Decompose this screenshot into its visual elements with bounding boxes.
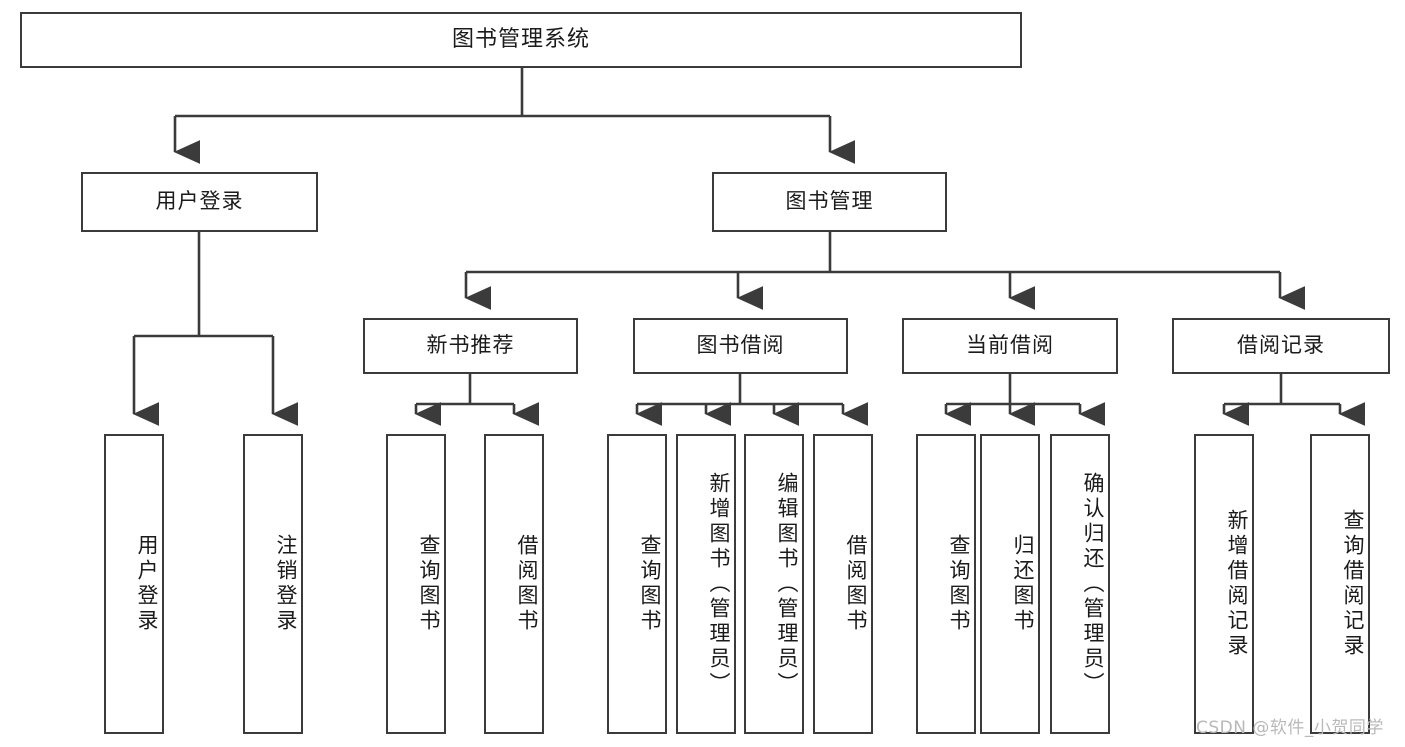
leaf-user-login[interactable]: 用户登录: [104, 434, 164, 734]
node-book-borrow[interactable]: 图书借阅: [633, 318, 848, 374]
leaf-label: 用户登录: [135, 534, 159, 634]
leaf-label: 确认归还（管理员）: [1081, 471, 1105, 697]
leaf-edit-book-admin[interactable]: 编辑图书（管理员）: [744, 434, 804, 734]
leaf-label: 查询图书: [417, 534, 441, 634]
leaf-label: 借阅图书: [515, 534, 539, 634]
leaf-query-book-new[interactable]: 查询图书: [386, 434, 446, 734]
leaf-label: 新增借阅记录: [1225, 509, 1249, 659]
leaf-label: 查询借阅记录: [1341, 509, 1365, 659]
leaf-label: 查询图书: [947, 534, 971, 634]
node-new-book-recommend[interactable]: 新书推荐: [363, 318, 578, 374]
leaf-label: 借阅图书: [844, 534, 868, 634]
node-user-login[interactable]: 用户登录: [81, 172, 318, 232]
leaf-label: 归还图书: [1011, 534, 1035, 634]
watermark-csdn: CSDN @软件_小贺同学: [1196, 718, 1384, 738]
leaf-query-book-current[interactable]: 查询图书: [916, 434, 976, 734]
leaf-logout[interactable]: 注销登录: [243, 434, 303, 734]
leaf-confirm-return-admin[interactable]: 确认归还（管理员）: [1050, 434, 1110, 734]
leaf-return-book[interactable]: 归还图书: [980, 434, 1040, 734]
leaf-query-book-borrow[interactable]: 查询图书: [607, 434, 667, 734]
leaf-borrow-book[interactable]: 借阅图书: [813, 434, 873, 734]
node-book-management[interactable]: 图书管理: [712, 172, 947, 232]
leaf-label: 新增图书（管理员）: [707, 471, 731, 697]
node-borrow-record[interactable]: 借阅记录: [1172, 318, 1390, 374]
leaf-label: 编辑图书（管理员）: [775, 471, 799, 697]
node-root-system[interactable]: 图书管理系统: [20, 12, 1022, 68]
leaf-label: 注销登录: [274, 534, 298, 634]
node-current-borrow[interactable]: 当前借阅: [902, 318, 1118, 374]
leaf-query-borrow-record[interactable]: 查询借阅记录: [1310, 434, 1370, 734]
leaf-label: 查询图书: [638, 534, 662, 634]
leaf-add-borrow-record[interactable]: 新增借阅记录: [1194, 434, 1254, 734]
leaf-add-book-admin[interactable]: 新增图书（管理员）: [676, 434, 736, 734]
leaf-borrow-book-new[interactable]: 借阅图书: [484, 434, 544, 734]
